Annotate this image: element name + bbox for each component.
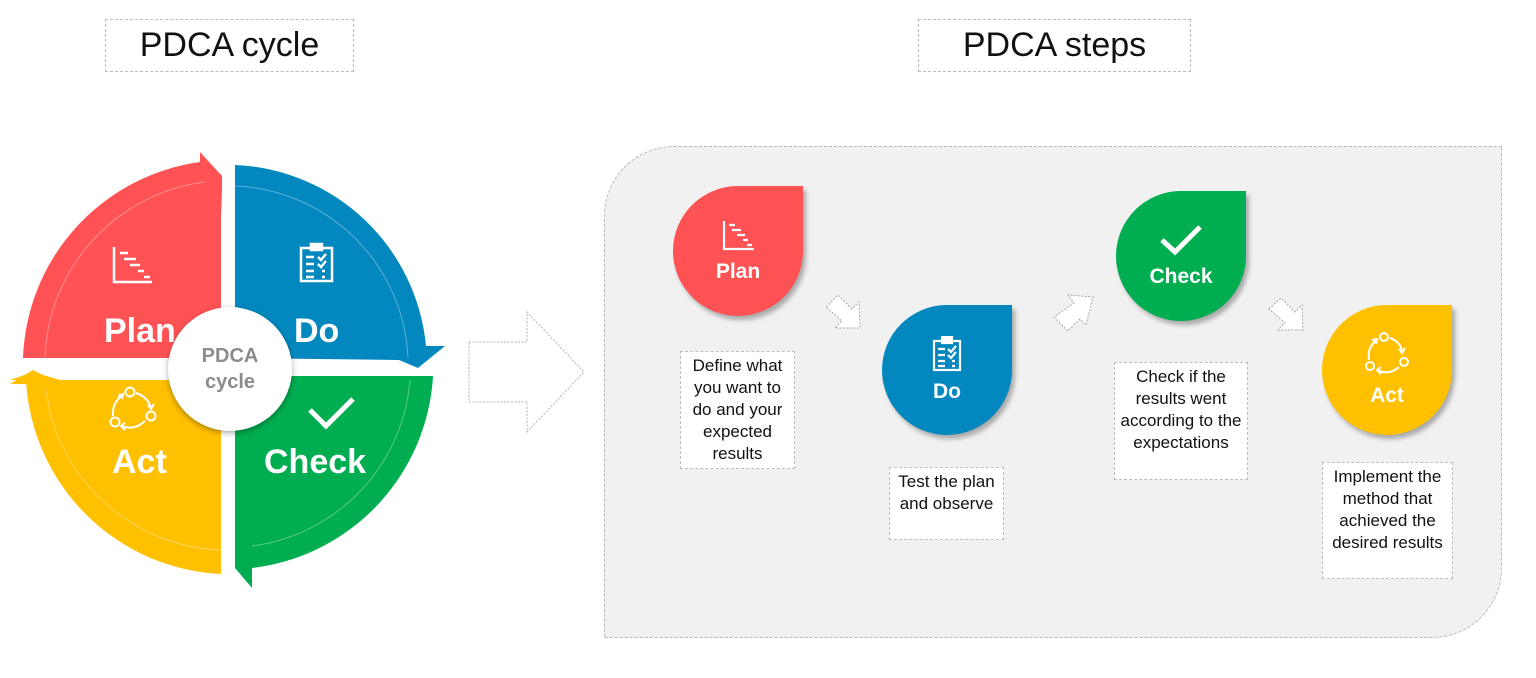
do-clipboard-checklist-icon [299, 242, 334, 283]
step-check-label: Check [1149, 265, 1213, 288]
act-arrow-head [10, 370, 60, 384]
step-plan-description: Define what you want to do and your expe… [680, 351, 795, 469]
step-do-drop: Do [882, 305, 1012, 435]
pdca-steps-title-text: PDCA steps [962, 26, 1147, 64]
plan-segment-fill [24, 173, 221, 358]
do-segment [235, 165, 445, 368]
plan-gantt-chart-icon [112, 247, 152, 284]
cycle-plan-label: Plan [104, 312, 176, 350]
step-act-description: Implement the method that achieved the d… [1322, 462, 1453, 579]
pdca-cycle-hub: PDCA cycle [168, 307, 292, 431]
cycle-check-label: Check [264, 443, 367, 481]
check-segment [235, 376, 433, 588]
step-plan-gantt-chart-icon [722, 221, 754, 251]
check-checkmark-icon [308, 397, 355, 430]
hub-line-1: PDCA [201, 345, 259, 367]
step-check-description: Check if the results went according to t… [1114, 362, 1248, 480]
step-plan-drop: Plan [673, 186, 803, 316]
pdca-steps-title: PDCA steps [918, 19, 1191, 72]
pdca-cycle-wheel [10, 152, 445, 588]
arrow-do-to-check-icon [1053, 294, 1094, 332]
big-right-arrow-icon [468, 310, 585, 434]
step-act-label: Act [1370, 384, 1404, 407]
act-cycle-arrows-icon [109, 386, 157, 431]
step-act-drop: Act [1322, 305, 1452, 435]
arrow-check-to-act-icon [1268, 297, 1304, 331]
step-check-checkmark-icon [1160, 225, 1202, 256]
step-do-label: Do [933, 380, 961, 403]
act-segment [10, 372, 221, 574]
cycle-act-label: Act [112, 443, 167, 481]
pdca-cycle-title-text: PDCA cycle [139, 26, 320, 64]
step-do-description: Test the plan and observe [889, 467, 1004, 540]
hub-line-2: cycle [204, 371, 256, 393]
cycle-do-label: Do [294, 312, 340, 350]
step-plan-label: Plan [715, 260, 761, 283]
pdca-cycle-title: PDCA cycle [105, 19, 354, 72]
step-act-cycle-arrows-icon [1365, 332, 1409, 375]
step-check-drop: Check [1116, 191, 1246, 321]
arrow-plan-to-do-icon [825, 294, 861, 329]
step-do-clipboard-checklist-icon [932, 336, 962, 372]
